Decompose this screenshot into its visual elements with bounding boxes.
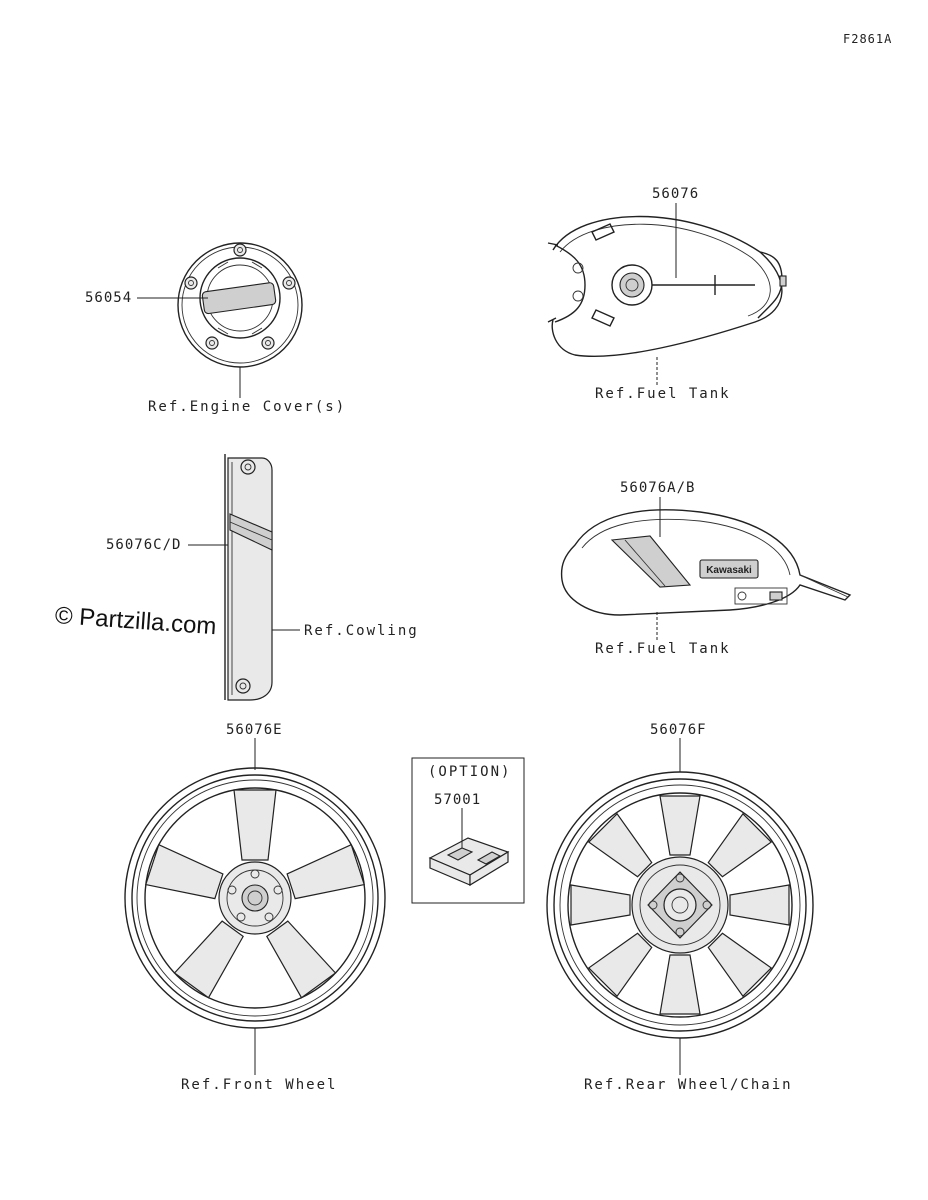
tank-logo: Kawasaki [706, 565, 752, 576]
option-box-title: (OPTION) [428, 764, 512, 780]
ref-front-wheel: Ref.Front Wheel [181, 1077, 338, 1093]
part-number-56054[interactable]: 56054 [85, 290, 133, 306]
part-number-56076ab[interactable]: 56076A/B [620, 480, 696, 496]
engine-cover-illustration[interactable] [177, 242, 303, 368]
cowling-illustration[interactable] [224, 454, 273, 701]
part-number-57001[interactable]: 57001 [434, 792, 482, 808]
ref-cowling: Ref.Cowling [304, 623, 419, 639]
option-box [411, 757, 525, 904]
ref-engine-cover: Ref.Engine Cover(s) [148, 399, 347, 415]
part-number-56076f[interactable]: 56076F [650, 722, 707, 738]
figure-code: F2861A [843, 32, 893, 46]
fuel-tank-side-illustration[interactable]: Kawasaki [560, 509, 852, 616]
rear-wheel-illustration[interactable] [546, 771, 814, 1039]
tool-illustration[interactable] [428, 837, 510, 887]
part-number-56076[interactable]: 56076 [652, 186, 700, 202]
part-number-56076cd[interactable]: 56076C/D [106, 537, 182, 553]
ref-fuel-tank-top: Ref.Fuel Tank [595, 386, 731, 402]
ref-fuel-tank-side: Ref.Fuel Tank [595, 641, 731, 657]
fuel-tank-top-illustration[interactable] [547, 215, 787, 358]
ref-rear-wheel-chain: Ref.Rear Wheel/Chain [584, 1077, 793, 1093]
front-wheel-illustration[interactable] [124, 767, 386, 1029]
leader-lines [137, 203, 681, 1075]
part-number-56076e[interactable]: 56076E [226, 722, 283, 738]
